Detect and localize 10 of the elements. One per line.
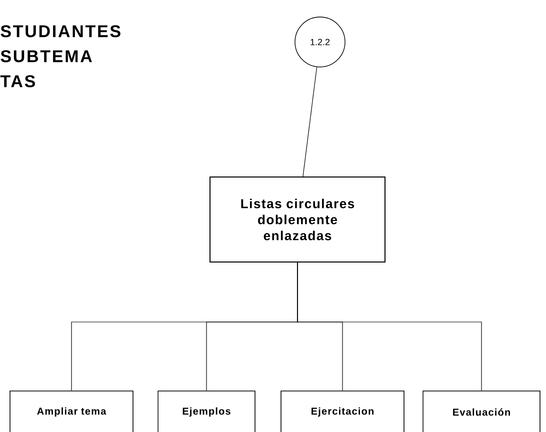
title-text: SUBTEMA xyxy=(0,50,92,62)
connector-line xyxy=(302,66,318,177)
subtopic-box: Ampliar tema xyxy=(10,390,134,432)
topic-box: Listas circulares doblemente enlazadas xyxy=(210,176,386,262)
connector-line xyxy=(297,262,482,391)
subtopic-box: Ejemplos xyxy=(158,390,256,432)
title-text: STUDIANTES xyxy=(0,25,120,38)
subtopic-box: Evaluación xyxy=(422,390,540,432)
subtopic-box: Ejercitacion xyxy=(280,390,404,432)
title-text: TAS xyxy=(0,75,35,88)
